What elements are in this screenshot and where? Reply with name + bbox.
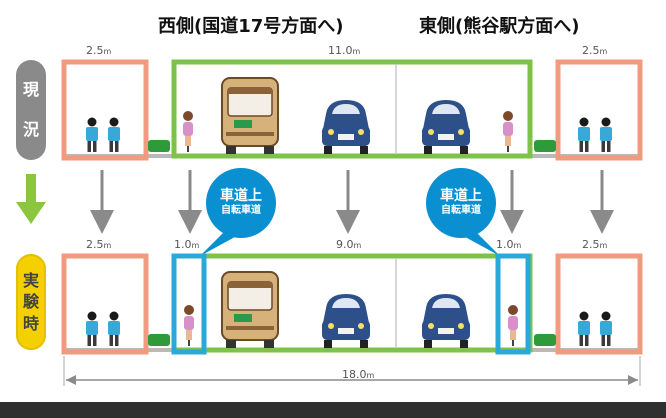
current-label-char-2: 況 [22,120,39,139]
bottom-right-hedge [534,334,556,346]
experiment-label-char-2: 験 [22,292,39,312]
top-bus [221,77,279,155]
top-left-hedge [148,140,170,152]
top-left-cyclist [183,111,193,152]
bubble-left-line1: 車道上 [220,188,262,205]
bottom-left-hedge [148,334,170,346]
bottom-right-cyclist [508,305,518,346]
experiment-state-label: 実 験 時 [16,254,46,350]
bubble-right-line1: 車道上 [440,188,482,205]
left-bike-lane-bubble: 車道上 自転車道 [206,168,276,238]
bottom-bar [0,402,666,418]
top-left-pedestrian-2 [108,117,120,152]
bottom-left-cyclist [184,305,194,346]
bottom-car-east [422,294,470,348]
dim-total-width: 18.0m [342,368,375,381]
bottom-bus [221,271,279,349]
experiment-label-char-3: 時 [22,313,39,333]
bottom-left-pedestrian-1 [86,311,98,346]
bottom-right-pedestrian-2 [600,311,612,346]
transition-arrow [16,174,46,224]
bottom-right-bike-lane [495,253,531,355]
bottom-left-bike-lane [171,253,207,355]
top-right-sidewalk [555,59,643,161]
bottom-left-sidewalk [61,253,149,355]
top-right-hedge [534,140,556,152]
top-right-pedestrian-2 [600,117,612,152]
right-bike-lane-bubble: 車道上 自転車道 [426,168,496,238]
dim-bottom-left-bike-lane: 1.0m [174,238,200,251]
dim-bottom-roadway: 9.0m [336,238,362,251]
dim-top-left-sidewalk: 2.5m [86,44,112,57]
west-side-title: 西側(国道17号方面へ) [158,16,344,37]
top-car-east [422,100,470,154]
bottom-right-sidewalk [555,253,643,355]
top-roadway [171,59,533,159]
bubble-left-line2: 自転車道 [221,204,261,216]
top-left-sidewalk [61,59,149,161]
current-state-label: 現 況 [16,60,46,160]
bottom-car-west [322,294,370,348]
dim-top-roadway: 11.0m [328,44,361,57]
dim-bottom-left-sidewalk: 2.5m [86,238,112,251]
top-right-cyclist [503,111,513,152]
top-car-west [322,100,370,154]
experiment-label-char-1: 実 [22,270,39,290]
dim-bottom-right-bike-lane: 1.0m [496,238,522,251]
dim-bottom-right-sidewalk: 2.5m [582,238,608,251]
dim-top-right-sidewalk: 2.5m [582,44,608,57]
top-right-pedestrian-1 [578,117,590,152]
bottom-right-pedestrian-1 [578,311,590,346]
bottom-left-pedestrian-2 [108,311,120,346]
east-side-title: 東側(熊谷駅方面へ) [419,16,580,37]
bubble-right-line2: 自転車道 [441,204,481,216]
current-label-char-1: 現 [22,80,39,100]
top-left-pedestrian-1 [86,117,98,152]
